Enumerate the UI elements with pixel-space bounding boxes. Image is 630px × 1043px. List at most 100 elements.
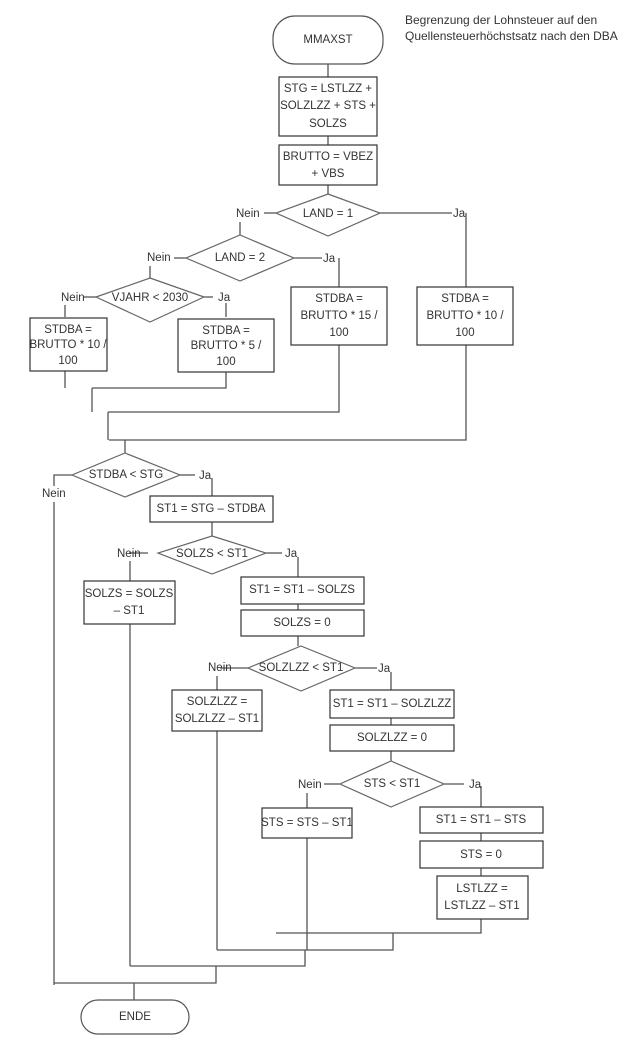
node-shape [436,875,529,920]
decision-shape [274,193,382,237]
node-label: STDBA = [315,293,363,305]
node-label: BRUTTO = VBEZ [283,151,373,163]
connector-line [92,372,227,389]
process-brutto: BRUTTO = VBEZ + VBS [278,144,378,186]
branch-label: Nein [236,208,260,220]
description-note: Begrenzung der Lohnsteuer auf den Quelle… [405,13,618,43]
decision-shape [246,645,357,692]
node-label: SOLZS < ST1 [176,548,248,560]
process-stdba-10-left: STDBA = BRUTTO * 10 / 100 [29,317,108,372]
decision-sts-lt-st1: STS < ST1 Nein Ja [298,760,482,808]
node-label: SOLZLZZ = [187,696,248,708]
node-shape [83,580,176,625]
node-shape [416,286,514,346]
connector-line [217,933,394,951]
node-label: + VBS [312,168,345,180]
node-label: ST1 = ST1 – SOLZS [249,584,355,596]
decision-shape [184,234,296,282]
node-label: 100 [455,327,474,339]
decision-vjahr: VJAHR < 2030 Nein Ja [61,277,231,323]
connector-line [53,474,72,486]
node-label: SOLZS [309,118,347,130]
node-shape [149,495,274,523]
connector-line [109,345,467,441]
node-label: LSTLZZ – ST1 [444,900,519,912]
branch-label: Ja [453,208,466,220]
node-label: 100 [216,356,235,368]
process-st1-minus-solzlzz: ST1 = ST1 – SOLZLZZ [329,689,455,719]
decision-shape [156,535,268,575]
node-label: BRUTTO * 10 / [426,310,504,322]
branch-label: Nein [42,488,66,500]
decision-shape [338,760,446,808]
node-label: SOLZLZZ < ST1 [259,662,344,674]
branch-label: Nein [298,779,322,791]
node-label: SOLZS = 0 [273,617,330,629]
process-lstlzz-sub: LSTLZZ = LSTLZZ – ST1 [436,875,529,920]
decision-land-1: LAND = 1 Nein Ja [236,193,466,237]
branch-label: Nein [208,662,232,674]
process-st1-minus-solzs: ST1 = ST1 – SOLZS [240,576,365,605]
node-shape [329,689,455,719]
node-shape [240,609,365,637]
node-shape [261,807,353,839]
node-label: VJAHR < 2030 [112,292,188,304]
node-label: ST1 = ST1 – SOLZLZZ [333,698,452,710]
node-label: 100 [58,355,77,367]
branch-label: Ja [285,548,298,560]
node-label: STS = 0 [460,849,502,861]
process-st1-init: ST1 = STG – STDBA [149,495,274,523]
node-shape [278,76,378,137]
decision-land-2: LAND = 2 Nein Ja [147,234,336,282]
node-label: SOLZLZZ – ST1 [175,713,259,725]
connector-line [130,950,306,967]
node-shape [240,576,365,605]
branch-label: Ja [469,779,482,791]
node-shape [171,689,263,732]
node-label: BRUTTO * 5 / [191,340,263,352]
node-label: BRUTTO * 10 / [29,339,107,351]
node-label: ST1 = STG – STDBA [157,503,266,515]
node-label: STDBA = [44,324,92,336]
process-stdba-5: STDBA = BRUTTO * 5 / 100 [177,318,275,373]
branch-label: Nein [147,252,171,264]
node-label: LAND = 1 [303,208,353,220]
node-shape [177,318,275,373]
branch-label: Nein [61,292,85,304]
process-stdba-10-right: STDBA = BRUTTO * 10 / 100 [416,286,514,346]
node-shape [419,806,544,834]
node-label: STDBA = [202,325,250,337]
node-label: STS < ST1 [364,778,421,790]
decision-shape [70,452,182,498]
node-label: ENDE [119,1011,151,1023]
node-label: 100 [329,327,348,339]
node-label: ST1 = ST1 – STS [436,814,527,826]
decision-solzs-lt-st1: SOLZS < ST1 Nein Ja [117,535,298,575]
branch-label: Ja [218,292,231,304]
branch-label: Ja [199,470,212,482]
decision-stdba-lt-stg: STDBA < STG Nein Ja [42,452,212,500]
process-solzs-zero: SOLZS = 0 [240,609,365,637]
branch-label: Ja [323,253,336,265]
branch-label: Ja [378,663,391,675]
decision-solzlzz-lt-st1: SOLZLZZ < ST1 Nein Ja [208,645,391,692]
process-sts-sub: STS = STS – ST1 [261,807,353,839]
branch-label: Nein [117,548,141,560]
node-shape [278,144,378,186]
node-shape [419,840,544,869]
process-stg: STG = LSTLZZ + SOLZLZZ + STS + SOLZS [278,76,378,137]
node-shape [329,724,455,752]
process-solzlzz-sub: SOLZLZZ = SOLZLZZ – ST1 [171,689,263,732]
process-stdba-15: STDBA = BRUTTO * 15 / 100 [290,286,388,346]
connector-line [54,966,217,984]
node-label: STG = LSTLZZ + [284,83,372,95]
node-label: MMAXST [303,34,352,46]
node-label: SOLZLZZ = 0 [357,732,427,744]
connectors [53,64,482,1000]
process-st1-minus-sts: ST1 = ST1 – STS [419,806,544,834]
node-label: – ST1 [114,605,145,617]
node-label: STS = STS – ST1 [261,817,353,829]
connector-line [276,919,482,934]
node-label: BRUTTO * 15 / [300,310,378,322]
